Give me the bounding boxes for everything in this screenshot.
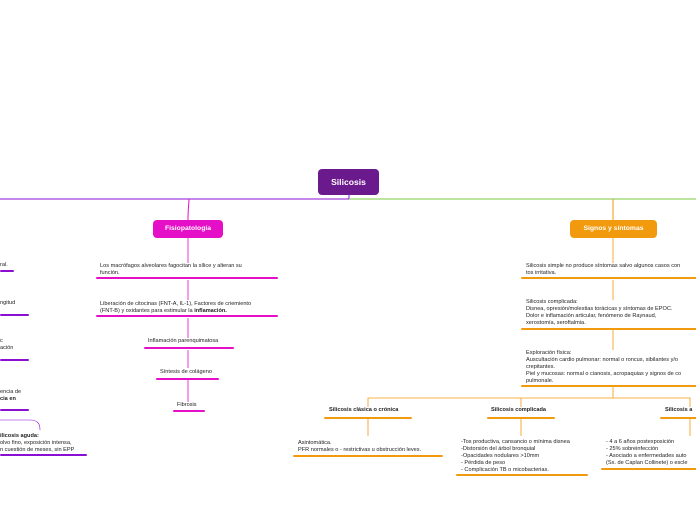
signos-item-2-bar bbox=[521, 328, 696, 331]
sub-clasica[interactable]: Silicosis clásica o crónica bbox=[324, 407, 412, 420]
fisiopatologia-node[interactable]: Fisiopatología bbox=[153, 220, 223, 238]
fisio-item-1-bar bbox=[96, 277, 278, 280]
sub-clasica-text[interactable]: Asintomática. PFR normales o - restricti… bbox=[293, 440, 443, 458]
signos-item-1-bar bbox=[521, 277, 696, 280]
sub-complicada-text[interactable]: -Tos productiva, cansancio o mínima disn… bbox=[456, 439, 588, 477]
signos-subs bbox=[367, 397, 691, 407]
fisio-item-2[interactable]: Liberación de citocinas (FNT-A, IL-1), F… bbox=[96, 301, 278, 318]
signos-item-3[interactable]: Exploración física: Auscultación cardio … bbox=[521, 350, 696, 388]
sub-chain bbox=[367, 418, 691, 436]
root-connector-left bbox=[0, 190, 350, 200]
signos-node[interactable]: Signos y síntomas bbox=[570, 220, 657, 238]
sub-aguda-text[interactable]: - 4 a 6 años postexposición - 25% sobrei… bbox=[601, 439, 696, 471]
root-node[interactable]: Silicosis bbox=[318, 169, 379, 195]
left-item-3[interactable]: c ación bbox=[0, 338, 29, 362]
left-item-4[interactable]: encia de cia en bbox=[0, 389, 29, 412]
left-item-2[interactable]: ngitud bbox=[0, 300, 29, 317]
fisio-item-5[interactable]: Fibrosis bbox=[173, 402, 205, 413]
fisio-item-2-bar bbox=[96, 315, 278, 318]
sub-complicada-bar bbox=[487, 417, 555, 420]
left-item-5-bar bbox=[0, 454, 87, 457]
signos-item-2[interactable]: Silicosis complicada: Disnea, opresión/m… bbox=[521, 299, 696, 331]
sub-aguda-bar bbox=[660, 417, 696, 420]
fisio-item-1[interactable]: Los macrófagos alveolares fagocitan la s… bbox=[96, 263, 278, 280]
left-item-3-bar bbox=[0, 359, 29, 362]
sub-aguda-text-bar bbox=[601, 468, 696, 471]
left-item-5[interactable]: ilicosis aguda: olvo fino, exposición in… bbox=[0, 433, 87, 457]
sub-clasica-bar bbox=[324, 417, 412, 420]
left-connector bbox=[0, 419, 41, 431]
left-item-1-bar bbox=[0, 270, 14, 273]
left-item-4-bar bbox=[0, 409, 29, 412]
signos-item-1[interactable]: Silicosis simple no produce síntomas sal… bbox=[521, 263, 696, 280]
signos-item-3-bar bbox=[521, 385, 696, 388]
fisio-item-5-bar bbox=[173, 410, 205, 413]
left-item-2-bar bbox=[0, 314, 29, 317]
sub-clasica-text-bar bbox=[293, 455, 443, 458]
sub-complicada[interactable]: Silicosis complicada bbox=[487, 407, 555, 420]
sub-aguda[interactable]: Silicosis a bbox=[660, 407, 696, 420]
fisio-item-3-bar bbox=[144, 347, 234, 350]
fisio-connector bbox=[187, 198, 190, 222]
fisio-item-3[interactable]: Inflamación parenquimatosa bbox=[144, 338, 234, 350]
left-item-1[interactable]: ral. bbox=[0, 262, 14, 273]
fisio-item-4[interactable]: Síntesis de colágeno bbox=[156, 369, 219, 381]
fisio-item-4-bar bbox=[156, 378, 219, 381]
sub-complicada-text-bar bbox=[456, 474, 588, 477]
